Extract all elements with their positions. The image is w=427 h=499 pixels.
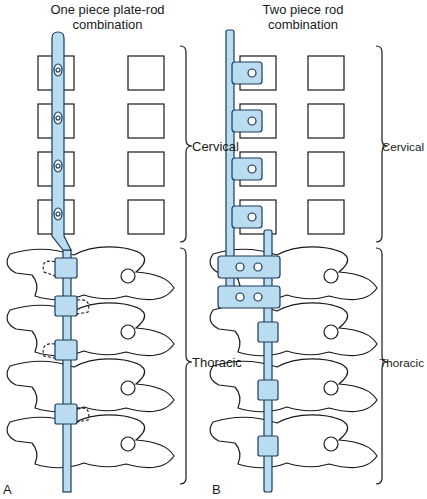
region-label: Thoracic [379, 355, 424, 370]
region-label: Cervical [382, 139, 424, 154]
panel-letter: B [212, 482, 221, 497]
panel-title: Two piece rod combination [228, 2, 378, 32]
region-label: Cervical [192, 139, 239, 154]
panel-letter: A [3, 482, 12, 497]
panel-title: One piece plate-rod combination [20, 2, 195, 32]
region-label: Thoracic [192, 355, 242, 370]
